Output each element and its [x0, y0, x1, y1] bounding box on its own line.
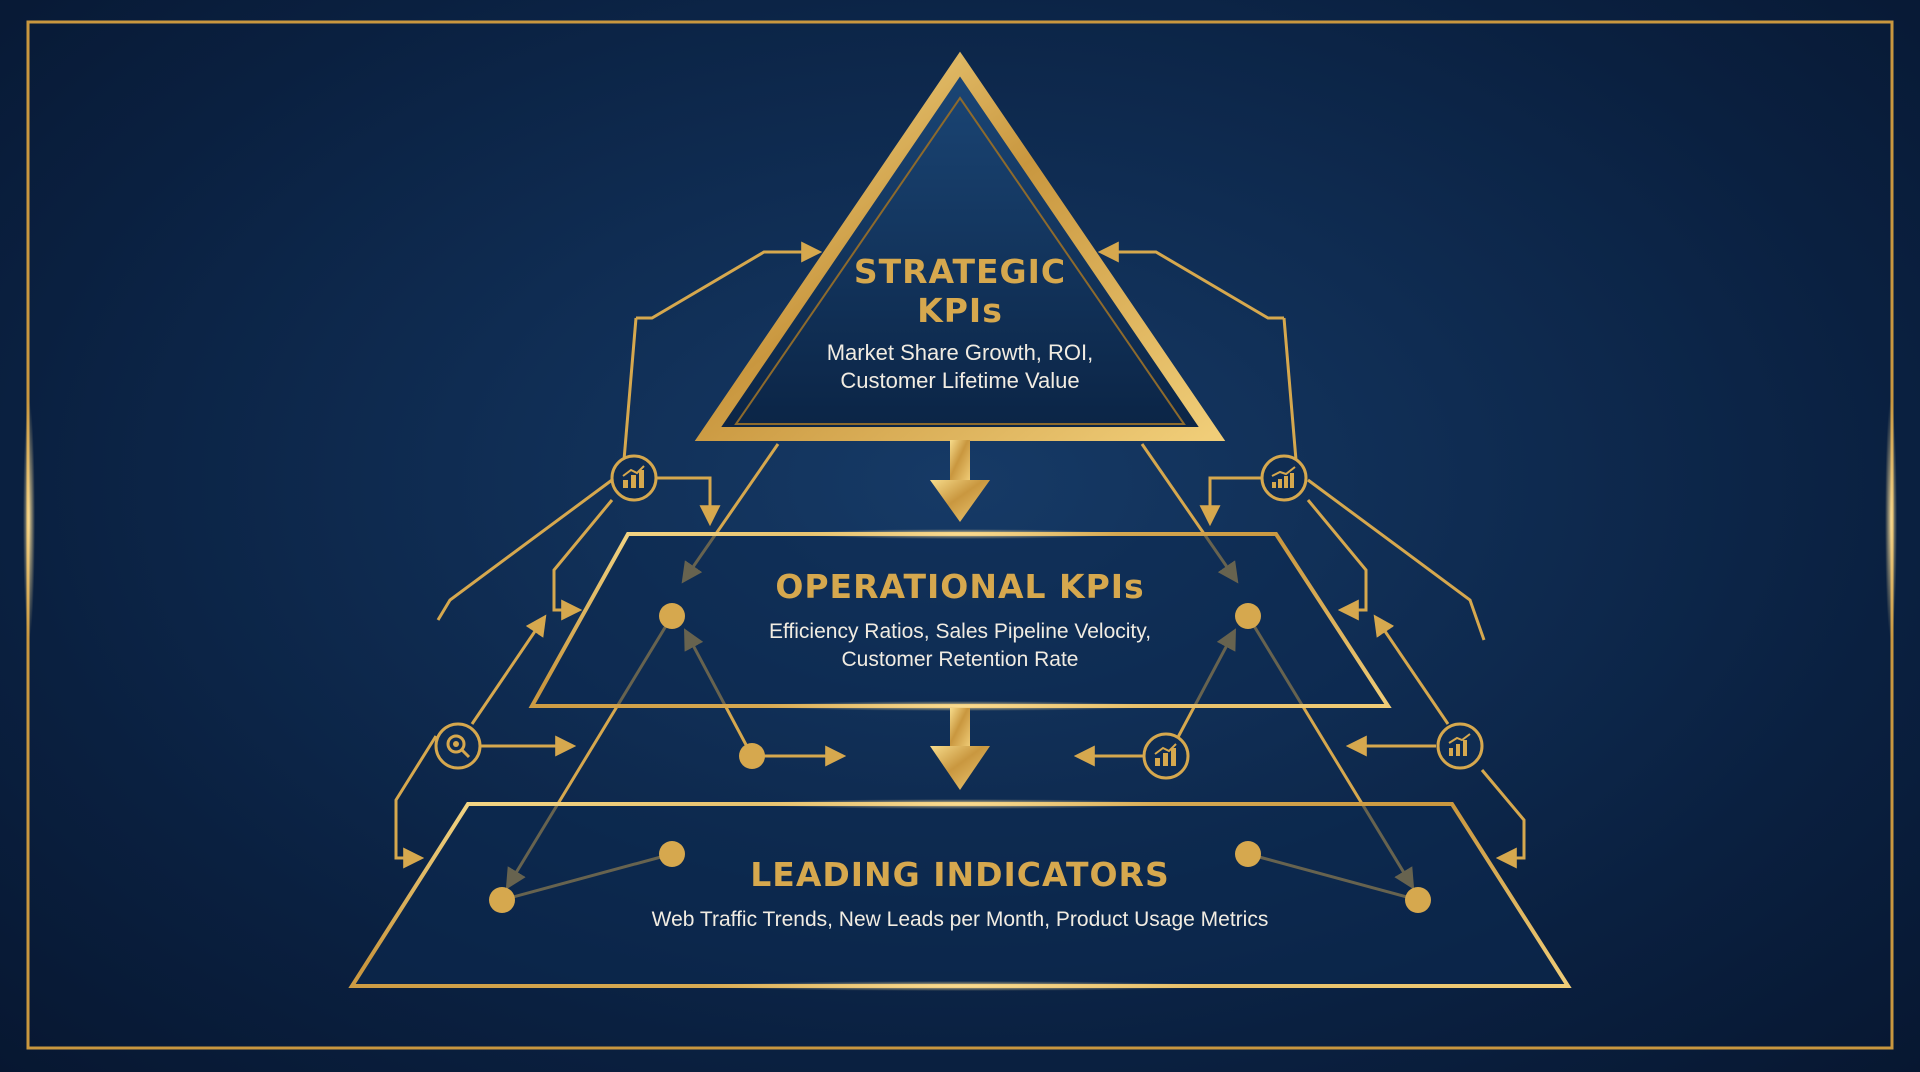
- operational-tier-base-glow: [760, 701, 1160, 711]
- node-dot: [1235, 841, 1261, 867]
- trend-chart-icon: [1260, 454, 1308, 502]
- flow-line: [1097, 241, 1284, 320]
- strategic-title-line2: KPIs: [917, 291, 1003, 330]
- trend-chart-icon: [1436, 722, 1484, 770]
- strategic-tier-inner-edge: [734, 96, 1186, 425]
- strategic-title-line1: STRATEGIC: [854, 252, 1066, 291]
- operational-desc-line2: Customer Retention Rate: [842, 648, 1079, 671]
- strategic-tier-shape: [694, 51, 1226, 441]
- flow-line: [394, 735, 438, 869]
- flow-line: [636, 241, 823, 320]
- flow-line: [436, 478, 613, 621]
- bar-chart-icon: [1142, 732, 1190, 780]
- node-dots: [489, 603, 1431, 913]
- strategic-desc-line1: Market Share Growth, ROI,: [827, 340, 1094, 365]
- flow-line: [622, 317, 638, 461]
- flow-line: [1199, 476, 1272, 527]
- leading-tier-glow: [750, 799, 1170, 809]
- node-dot: [739, 743, 765, 769]
- left-flow-lines: [394, 241, 823, 869]
- frame-glow-right: [1885, 400, 1897, 640]
- node-dot: [659, 841, 685, 867]
- node-dot: [489, 887, 515, 913]
- down-arrow-operational-to-leading: [930, 708, 990, 790]
- leading-tier-shape: [348, 802, 1572, 988]
- bar-chart-icon: [610, 454, 658, 502]
- node-dot: [1405, 887, 1431, 913]
- operational-tier-glow: [800, 529, 1120, 539]
- operational-desc-line1: Efficiency Ratios, Sales Pipeline Veloci…: [769, 620, 1151, 643]
- down-arrow-strategic-to-operational: [930, 440, 990, 522]
- leading-desc: Web Traffic Trends, New Leads per Month,…: [652, 908, 1269, 931]
- node-dot: [1235, 603, 1261, 629]
- flow-line: [1373, 614, 1450, 725]
- flow-line: [552, 499, 614, 621]
- flow-line: [1306, 499, 1368, 621]
- flow-line: [1480, 769, 1526, 869]
- magnifier-icon: [434, 722, 482, 770]
- right-flow-lines: [1097, 241, 1526, 869]
- operational-title: OPERATIONAL KPIs: [775, 567, 1144, 606]
- leading-tier-base-glow: [700, 981, 1220, 991]
- flow-line: [470, 614, 547, 725]
- flow-line: [1307, 478, 1486, 641]
- flow-line: [646, 476, 721, 527]
- flow-line: [1282, 317, 1298, 461]
- leading-title: LEADING INDICATORS: [750, 855, 1169, 894]
- node-dot: [659, 603, 685, 629]
- frame-glow-left: [23, 400, 35, 640]
- strategic-desc-line2: Customer Lifetime Value: [840, 368, 1079, 393]
